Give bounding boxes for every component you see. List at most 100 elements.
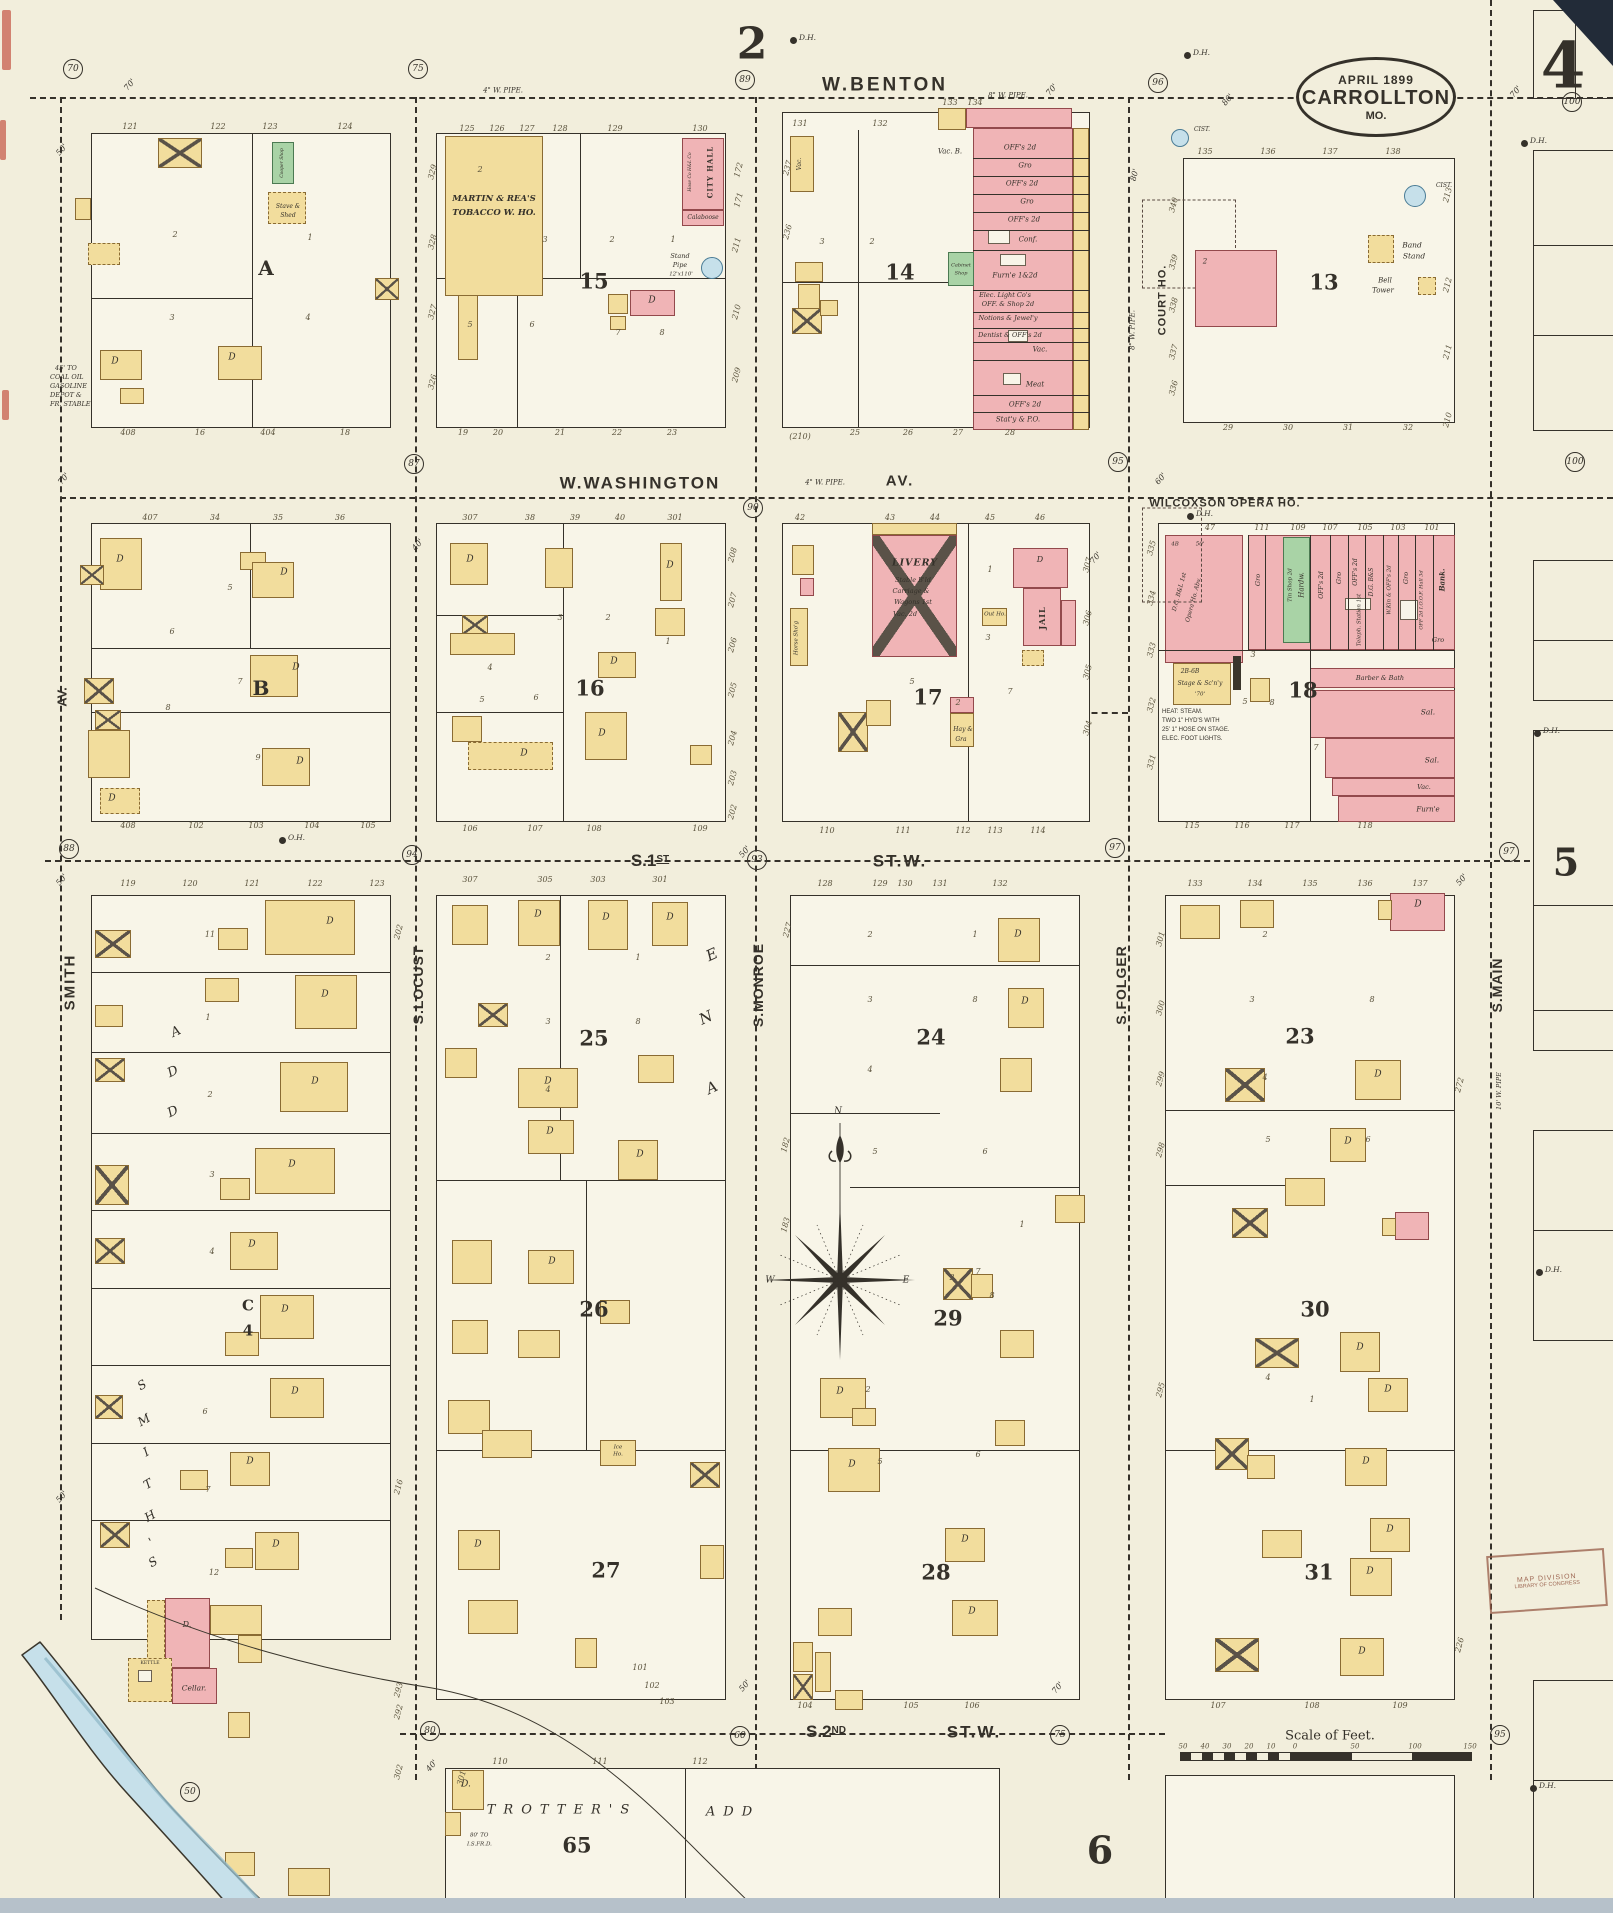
lot-number: 124 xyxy=(337,122,353,131)
building-footprint xyxy=(450,543,488,585)
map-label: B xyxy=(252,676,270,700)
lot-number: 7 xyxy=(237,677,243,686)
map-label: Calaboose xyxy=(687,214,719,221)
building-footprint xyxy=(172,1668,217,1704)
lot-number: 121 xyxy=(122,122,138,131)
lot-number: 22 xyxy=(611,428,623,437)
map-label: D. xyxy=(461,1779,471,1790)
lot-number: 408 xyxy=(120,821,136,830)
street-label-text: S.1 xyxy=(630,851,657,870)
scale-bar xyxy=(1180,1752,1472,1762)
map-label: 45' TO xyxy=(55,363,77,372)
map-label: D xyxy=(610,656,618,667)
lot-line xyxy=(1165,1110,1455,1112)
scale-tick: 20 xyxy=(1244,1742,1254,1751)
building-footprint xyxy=(288,1868,330,1896)
map-label: D xyxy=(108,793,116,804)
building-footprint xyxy=(100,1522,130,1548)
lot-line xyxy=(91,712,391,714)
street-label-text: S.2 xyxy=(806,1722,832,1741)
lot-number: 130 xyxy=(897,879,913,888)
building-footprint xyxy=(793,1642,813,1672)
lot-number: 29 xyxy=(1222,423,1234,432)
lot-number: 128 xyxy=(552,124,568,133)
building-footprint xyxy=(445,1812,461,1836)
creek xyxy=(21,1587,761,1913)
lot-number: 137 xyxy=(1412,879,1428,888)
lot-number: 7 xyxy=(1313,743,1319,752)
lot-number: 26 xyxy=(902,428,914,437)
lot-number: 32 xyxy=(1402,423,1414,432)
scale-tick: 40 xyxy=(1200,1742,1210,1751)
building-footprint xyxy=(600,1300,630,1324)
building-footprint xyxy=(792,545,814,575)
building-footprint xyxy=(458,295,478,360)
lot-number: 7 xyxy=(205,1485,211,1494)
lot-number: 3 xyxy=(542,235,548,244)
building-footprint xyxy=(270,1378,324,1418)
map-label: D xyxy=(281,1304,289,1315)
building-footprint xyxy=(943,1268,973,1300)
utility-marker: 89 xyxy=(735,70,755,90)
lot-number: 1 xyxy=(987,565,993,574)
building-footprint xyxy=(445,1048,477,1078)
utility-marker: 95 xyxy=(1490,1725,1510,1745)
lot-number: (210) xyxy=(789,432,811,441)
map-label: Bank. xyxy=(1437,568,1447,592)
lot-number: 116 xyxy=(1234,821,1250,830)
lot-number: 42 xyxy=(794,513,806,522)
building-footprint xyxy=(838,712,868,752)
map-label: 80' TO xyxy=(470,1832,489,1839)
map-label: 27 xyxy=(591,1557,621,1583)
map-label: A xyxy=(258,256,274,280)
lot-number: 36 xyxy=(334,513,346,522)
utility-marker: 80 xyxy=(420,1721,440,1741)
building-footprint xyxy=(1382,1218,1396,1236)
lot-number: 105 xyxy=(1357,523,1373,532)
building-footprint xyxy=(660,543,682,601)
map-label: Pipe xyxy=(672,260,688,269)
building-footprint xyxy=(998,918,1040,962)
street-label-s-1st: S.1ST xyxy=(631,851,669,871)
building-footprint xyxy=(1000,1330,1034,1358)
lot-line xyxy=(1533,560,1535,700)
map-label: D xyxy=(111,356,119,367)
map-label: Gro xyxy=(1253,573,1262,587)
lot-number: 136 xyxy=(1260,147,1276,156)
city-block xyxy=(91,133,391,428)
map-state: MO. xyxy=(1365,109,1387,122)
building-footprint xyxy=(1022,650,1044,666)
lot-number: 408 xyxy=(120,428,136,437)
lot-number: 128 xyxy=(817,879,833,888)
lot-number: 107 xyxy=(1322,523,1338,532)
lot-line xyxy=(790,1113,940,1115)
lot-line xyxy=(1415,535,1417,650)
building-footprint xyxy=(1000,254,1026,266)
lot-line xyxy=(91,1210,391,1212)
building-footprint xyxy=(793,1674,813,1700)
map-label: Ho. xyxy=(613,1451,623,1458)
lot-number: 407 xyxy=(142,513,158,522)
lot-number: 7 xyxy=(615,328,621,337)
lot-number: 135 xyxy=(1302,879,1318,888)
map-label: ST.W. xyxy=(946,1722,1002,1742)
hydrant-dot: D.H. xyxy=(1184,48,1210,59)
lot-number: 3 xyxy=(169,313,175,322)
sheet-number: 4 xyxy=(1540,28,1586,104)
lot-number: 122 xyxy=(307,879,323,888)
lot-number: 1 xyxy=(1019,1220,1025,1229)
building-footprint xyxy=(225,1332,259,1356)
building-footprint xyxy=(1023,588,1061,646)
compass-rose xyxy=(765,1123,915,1360)
lot-line xyxy=(1165,1450,1455,1452)
lot-number: 1 xyxy=(205,1013,211,1022)
lot-line xyxy=(1533,1130,1535,1340)
building-footprint xyxy=(700,1545,724,1579)
map-label: S.MONROE xyxy=(750,942,766,1028)
map-label: D xyxy=(1366,1566,1374,1577)
lot-number: 3 xyxy=(209,1170,215,1179)
street-dashed-line xyxy=(1490,0,1492,1780)
building-footprint xyxy=(452,716,482,742)
building-footprint xyxy=(600,1440,636,1466)
hydrant-dot: D.H. xyxy=(1521,136,1547,147)
